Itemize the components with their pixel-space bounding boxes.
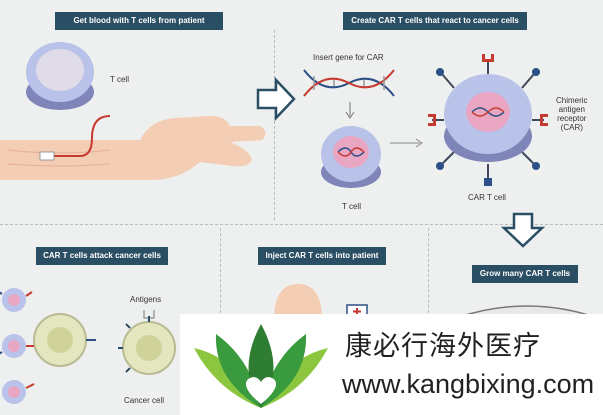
- t-cell-label-1: T cell: [110, 75, 129, 84]
- antigens-label: Antigens: [130, 295, 162, 304]
- arrow-right-hollow: [256, 76, 296, 122]
- arrow-down-hollow: [500, 212, 546, 248]
- panel-title-get-blood: Get blood with T cells from patient: [55, 12, 223, 30]
- dna-strand-1: [303, 69, 395, 97]
- panel-title-inject: Inject CAR T cells into patient: [258, 247, 386, 265]
- divider-horizontal: [0, 224, 603, 225]
- t-cell-label-2: T cell: [342, 202, 361, 211]
- lotus-logo-icon: [194, 324, 328, 408]
- down-arrow-small: [345, 102, 355, 119]
- car-t-cells-attacking: [0, 288, 96, 404]
- cancer-cell-illustration: [118, 310, 176, 375]
- insert-gene-label: Insert gene for CAR: [313, 53, 384, 62]
- cancer-cell-label: Cancer cell: [124, 396, 165, 405]
- arm-illustration: [0, 116, 266, 180]
- divider-vertical-bottom-left: [220, 228, 221, 318]
- divider-vertical-bottom-right: [428, 228, 429, 318]
- watermark-url: www.kangbixing.com: [342, 369, 595, 399]
- car-t-cell-illustration: [428, 54, 548, 186]
- watermark-banner: 康必行海外医疗 www.kangbixing.com: [180, 314, 603, 415]
- t-cell-illustration-1: [26, 42, 94, 110]
- divider-vertical-top: [274, 30, 275, 220]
- panel-title-attack: CAR T cells attack cancer cells: [36, 247, 168, 265]
- blood-line: [39, 115, 111, 161]
- panel-title-grow: Grow many CAR T cells: [472, 265, 578, 283]
- patient-head-illustration: [274, 284, 322, 320]
- car-t-cell-label: CAR T cell: [468, 193, 506, 202]
- arrow-right-small: [390, 138, 423, 148]
- panel-title-create-car: Create CAR T cells that react to cancer …: [343, 12, 527, 30]
- car-receptor-label: Chimeric antigen receptor (CAR): [556, 96, 588, 132]
- t-cell-illustration-2: [321, 126, 381, 188]
- watermark-title: 康必行海外医疗: [345, 331, 541, 362]
